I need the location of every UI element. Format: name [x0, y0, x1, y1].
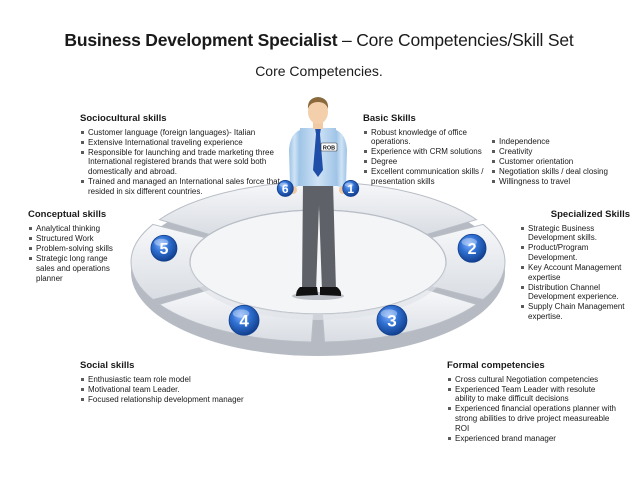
ring-badge-number: 5 [159, 241, 168, 258]
list-item: Distribution Channel Development experie… [520, 283, 630, 302]
list-item: Degree [363, 157, 485, 167]
list-item: Experienced brand manager [447, 434, 617, 444]
ring-badge-5 [150, 234, 178, 262]
list-item: Negotiation skills / deal closing [491, 167, 631, 177]
list-item: Strategic long range [28, 254, 133, 264]
conceptual-heading: Conceptual skills [28, 209, 107, 220]
basic-skills: Basic Skills Robust knowledge of office … [363, 114, 485, 187]
businessman-figure: ROB [289, 97, 347, 300]
list-item: Motivational team Leader. [80, 385, 280, 395]
figure-legs [302, 182, 336, 291]
name-badge [320, 142, 338, 152]
sociocultural-skills: Sociocultural skills Customer language (… [80, 114, 280, 197]
name-badge-text: ROB [323, 146, 335, 152]
formal-heading: Formal competencies [447, 360, 545, 371]
formal-competencies: Formal competencies Cross cultural Negot… [447, 361, 617, 444]
figure-left-shoe [296, 287, 318, 296]
ring-badge-number: 3 [387, 311, 396, 330]
ring-badge-number: 4 [239, 311, 249, 330]
basic-heading: Basic Skills [363, 113, 416, 124]
ring-badge-highlight [461, 238, 477, 246]
ring-badge-highlight [380, 309, 398, 318]
ring-badge-highlight [232, 309, 250, 318]
specialized-skills: Specialized Skills Strategic Business De… [518, 210, 630, 322]
social-heading: Social skills [80, 360, 135, 371]
sociocultural-list: Customer language (foreign languages)- I… [80, 128, 280, 197]
basic-list: Robust knowledge of office operations. E… [363, 128, 485, 187]
list-item: Extensive International traveling experi… [80, 138, 280, 148]
basic-skills-extra: Independence Creativity Customer orienta… [491, 137, 631, 187]
page-title: Business Development Specialist – Core C… [0, 30, 638, 51]
ring-badge-1 [342, 180, 360, 197]
list-item: Responsible for launching and trade mark… [80, 148, 280, 177]
title-bold: Business Development Specialist [64, 30, 338, 50]
list-item: Product/Program Development. [520, 243, 630, 262]
figure-right-arm [336, 130, 347, 188]
ring-badge-number: 1 [347, 182, 354, 196]
conceptual-tail: sales and operations planner [36, 263, 110, 283]
list-item: Strategic Business Development skills. [520, 224, 630, 243]
figure-left-arm [289, 130, 300, 188]
figure-neck [313, 120, 323, 129]
social-skills: Social skills Enthusiastic team role mod… [80, 361, 280, 405]
list-item: Problem-solving skills [28, 244, 133, 254]
title-rest: – Core Competencies/Skill Set [337, 30, 574, 50]
figure-head [308, 100, 328, 124]
list-item: Independence [491, 137, 631, 147]
ring-badge-highlight [344, 182, 354, 188]
ring-badge-highlight [154, 238, 169, 247]
list-item: Creativity [491, 147, 631, 157]
list-item: Supply Chain Management expertise. [520, 302, 630, 321]
sociocultural-heading: Sociocultural skills [80, 113, 167, 124]
list-item: Enthusiastic team role model [80, 375, 280, 385]
ring-badge-4 [228, 304, 260, 336]
ring-badge-number: 6 [282, 182, 289, 196]
list-item: Excellent communication skills / present… [363, 167, 485, 186]
conceptual-skills: Conceptual skills Analytical thinking St… [28, 210, 133, 283]
specialized-list: Strategic Business Development skills. P… [520, 224, 630, 322]
list-item: Customer orientation [491, 157, 631, 167]
formal-list: Cross cultural Negotiation competencies … [447, 375, 617, 444]
specialized-heading: Specialized Skills [550, 209, 630, 220]
list-item: Cross cultural Negotiation competencies [447, 375, 617, 385]
list-item: Trained and managed an International sal… [80, 177, 280, 196]
ring-badge-6 [276, 180, 294, 197]
list-item: Experienced financial operations planner… [447, 404, 617, 433]
basic-extra-list: Independence Creativity Customer orienta… [491, 137, 631, 187]
list-item: Experienced Team Leader with resolute ab… [447, 385, 617, 404]
list-item: Customer language (foreign languages)- I… [80, 128, 280, 138]
list-item: Structured Work [28, 234, 133, 244]
conceptual-list: Analytical thinking Structured Work Prob… [28, 224, 133, 264]
social-list: Enthusiastic team role model Motivationa… [80, 375, 280, 405]
list-item: Robust knowledge of office operations. [363, 128, 485, 147]
ring-badge-3 [376, 304, 408, 336]
ring-inner-floor [190, 210, 446, 314]
list-item: Analytical thinking [28, 224, 133, 234]
figure-hair [307, 97, 329, 109]
ring-badge-number: 2 [468, 241, 477, 258]
figure-right-shoe [320, 287, 342, 296]
list-item: Key Account Management expertise [520, 263, 630, 282]
ring-badge-2 [457, 233, 487, 263]
figure-tie [313, 128, 323, 177]
list-item: Experience with CRM solutions [363, 147, 485, 157]
ring-badge-highlight [279, 182, 289, 188]
list-item: Willingness to travel [491, 177, 631, 187]
page-subtitle: Core Competencies. [255, 63, 383, 79]
list-item: Focused relationship development manager [80, 395, 280, 405]
